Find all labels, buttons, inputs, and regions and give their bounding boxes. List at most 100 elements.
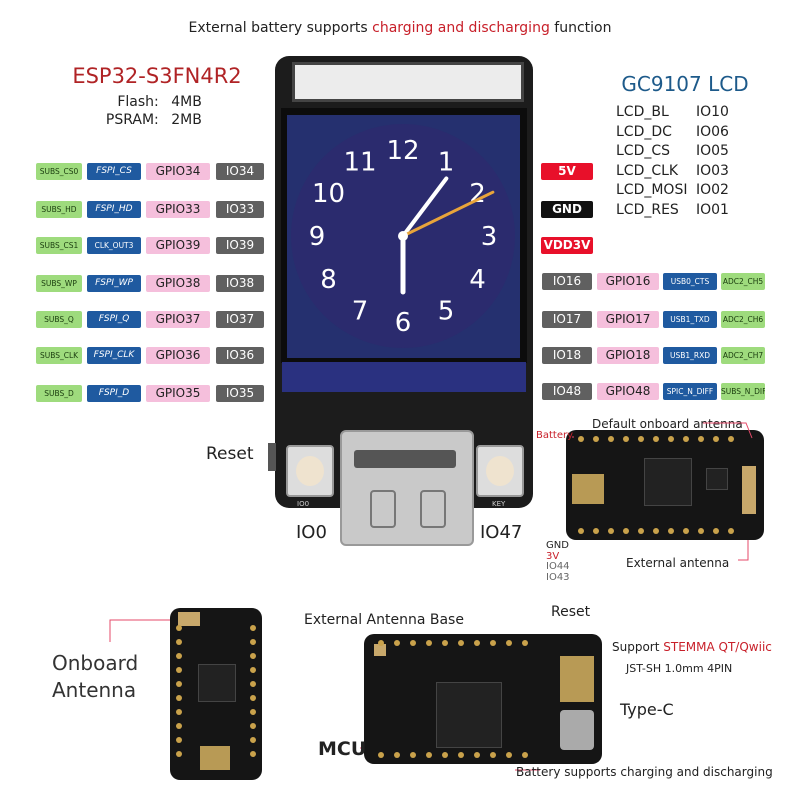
io-tag: IO33 [216, 201, 264, 218]
clock-number: 11 [343, 148, 376, 178]
clock-number: 7 [352, 296, 369, 326]
default-antenna-label: Default onboard antenna [592, 417, 743, 431]
typec-label: Type-C [620, 700, 674, 719]
back-pin-top [728, 436, 734, 442]
back-pin-top [623, 436, 629, 442]
func-tag: FSPI_D [87, 385, 141, 402]
clock-second-hand [401, 190, 495, 238]
support-label: Support STEMMA QT/Qwiic [612, 640, 772, 654]
side-pin-right [250, 625, 256, 631]
side-pin-right [250, 737, 256, 743]
onboard-antenna-line2: Antenna [52, 678, 137, 702]
lcd-signal: LCD_DC [616, 123, 672, 140]
func-tag: USB1_TXD [663, 311, 717, 328]
clock-number: 12 [386, 136, 419, 166]
back-pin-bottom [593, 528, 599, 534]
board-bottom-view [364, 634, 602, 764]
usb-c-pins [354, 450, 456, 468]
back-pin-top [653, 436, 659, 442]
func-tag: CLK_OUT3 [87, 237, 141, 254]
legend-io44: IO44 [546, 561, 570, 572]
lcd-io: IO01 [696, 201, 729, 218]
subs-tag: SUBS_D [36, 385, 82, 402]
bottom-pin-bottom [474, 752, 480, 758]
mcu-chip-back [644, 458, 692, 506]
lcd-io: IO06 [696, 123, 729, 140]
io-tag: IO34 [216, 163, 264, 180]
clock-number: 3 [481, 222, 498, 252]
gpio-tag: GPIO35 [146, 385, 210, 402]
io-tag: IO16 [542, 273, 592, 290]
back-pin-bottom [683, 528, 689, 534]
legend-io43: IO43 [546, 571, 570, 583]
back-pin-top [713, 436, 719, 442]
io47-button[interactable] [476, 445, 524, 497]
side-pin-right [250, 723, 256, 729]
silk-io0: IO0 [297, 500, 310, 508]
io47-button-cap [486, 456, 514, 486]
io-tag: IO36 [216, 347, 264, 364]
back-pin-bottom [713, 528, 719, 534]
board-back [566, 430, 764, 540]
side-pin-left [176, 695, 182, 701]
subs-tag: SUBS_CLK [36, 347, 82, 364]
mcu-chip-side [198, 664, 236, 702]
gpio-tag: GPIO34 [146, 163, 210, 180]
func-tag: FSPI_CS [87, 163, 141, 180]
reset-button[interactable] [268, 443, 276, 471]
external-antenna-label: External antenna [626, 556, 730, 570]
bottom-pin-top [378, 640, 384, 646]
pin-vdd3v: VDD3V [541, 237, 593, 254]
chip-info: ESP32-S3FN4R2 Flash: 4MB PSRAM: 2MB [42, 64, 272, 128]
support-hl: STEMMA QT/Qwiic [663, 640, 772, 654]
lcd-io: IO10 [696, 104, 729, 120]
back-pin-legend: GND 3V IO44 IO43 [546, 540, 570, 583]
back-pin-bottom [698, 528, 704, 534]
bottom-pin-bottom [490, 752, 496, 758]
back-pin-top [593, 436, 599, 442]
title-post: function [549, 20, 612, 36]
lcd-io: IO03 [696, 162, 729, 179]
side-pin-right [250, 667, 256, 673]
flash-value: 4MB [171, 94, 202, 110]
jst-label: JST-SH 1.0mm 4PIN [626, 662, 733, 675]
clock-number: 4 [469, 265, 486, 295]
io-tag: IO38 [216, 275, 264, 292]
gpio-tag: GPIO17 [597, 311, 659, 328]
gpio-tag: GPIO33 [146, 201, 210, 218]
side-pin-left [176, 737, 182, 743]
usb-c-latch-right [420, 490, 446, 528]
back-pin-bottom [638, 528, 644, 534]
subs-tag: SUBS_HD [36, 201, 82, 218]
bottom-pin-bottom [426, 752, 432, 758]
func-tag: SPIC_N_DIFF [663, 383, 717, 400]
component-back [706, 468, 728, 490]
back-pin-bottom [608, 528, 614, 534]
onboard-antenna-label: Onboard Antenna [52, 650, 138, 704]
bottom-pin-top [522, 640, 528, 646]
mcu-label: MCU [318, 738, 367, 760]
pin-5v: 5V [541, 163, 593, 180]
legend-3v: 3V [546, 550, 560, 562]
chip-name: ESP32-S3FN4R2 [72, 64, 242, 88]
clock-number: 6 [395, 308, 412, 338]
side-pin-left [176, 681, 182, 687]
back-pin-top [608, 436, 614, 442]
flash-label: Flash: [117, 94, 159, 110]
chip-flash: Flash: 4MB [42, 94, 272, 110]
mcu-chip-bottom [436, 682, 502, 748]
io0-button[interactable] [286, 445, 334, 497]
back-pin-top [683, 436, 689, 442]
side-pin-left [176, 723, 182, 729]
bottom-pin-top [490, 640, 496, 646]
func-tag: FSPI_Q [87, 311, 141, 328]
side-pin-left [176, 653, 182, 659]
chip-psram: PSRAM: 2MB [42, 112, 272, 128]
clock-number: 5 [438, 296, 455, 326]
back-pin-bottom [578, 528, 584, 534]
bottom-pin-bottom [378, 752, 384, 758]
adc-tag: ADC2_CH7 [721, 347, 765, 364]
